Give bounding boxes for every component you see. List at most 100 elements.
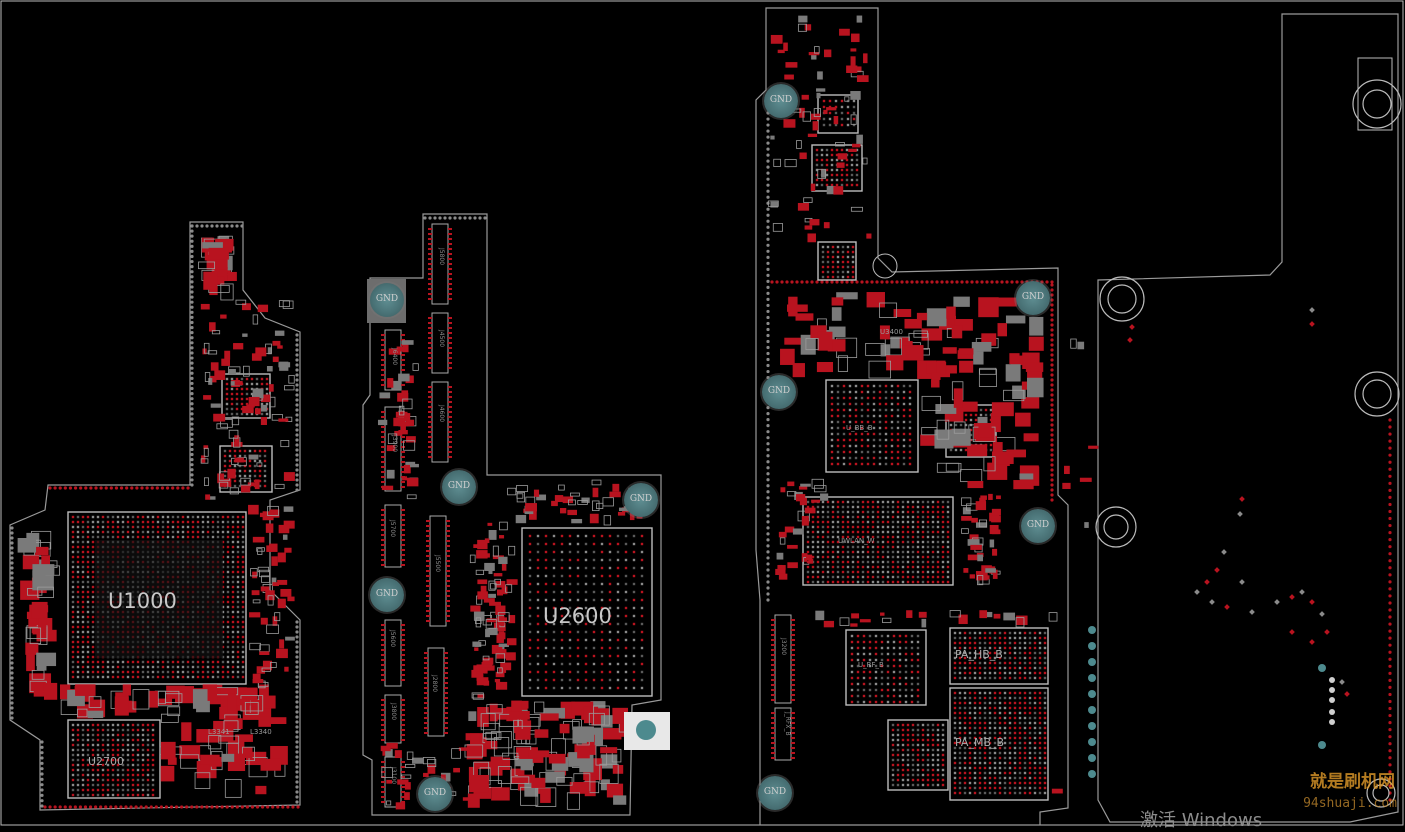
bga-uwlan-ball xyxy=(886,550,890,554)
passive xyxy=(398,429,408,435)
connector-pin xyxy=(791,752,795,754)
bga-u2700-ball xyxy=(116,723,120,727)
bga-ubb-ball xyxy=(836,426,840,430)
connector-pin xyxy=(446,565,450,567)
bga-uwlan-ball xyxy=(871,545,875,549)
bga-small-ball xyxy=(926,773,930,777)
bga-u1000-ball xyxy=(241,595,245,599)
bga-uwlan-ball xyxy=(816,550,820,554)
bga-urf-ball xyxy=(880,646,884,650)
connector-pin xyxy=(448,441,452,443)
bga-uwlan-ball xyxy=(901,565,905,569)
bga-uwlan-ball xyxy=(931,565,935,569)
passive-outline xyxy=(204,372,211,382)
bga-u1000-ball xyxy=(226,610,230,614)
connector-pin xyxy=(401,524,405,526)
bga-pa-mb-ball xyxy=(1023,711,1027,715)
bga-urf-ball xyxy=(886,676,890,680)
bga-u1000-ball xyxy=(151,665,155,669)
passive xyxy=(501,586,508,595)
bga-pa-hb-ball xyxy=(978,631,982,635)
passive xyxy=(388,348,401,355)
bga-urf-ball xyxy=(892,652,896,656)
bga-uwlan-ball xyxy=(931,575,935,579)
bga-u1000-ball xyxy=(166,675,170,679)
bga-u1000-ball xyxy=(71,675,75,679)
via-stitch xyxy=(295,790,299,794)
connector-pin xyxy=(791,654,795,656)
bga-u2600-ball xyxy=(568,582,572,586)
bga-u2600-ball xyxy=(608,654,612,658)
bga-u2700-ball xyxy=(106,753,110,757)
bga-ubb-ball xyxy=(872,438,876,442)
bga-u2600-ball xyxy=(560,662,564,666)
via-stitch xyxy=(766,502,770,506)
passive xyxy=(481,662,493,668)
bga-u2700-ball xyxy=(126,743,130,747)
bga-u2600-ball xyxy=(592,558,596,562)
bga-uwlan-ball xyxy=(881,525,885,529)
connector-pin xyxy=(401,529,405,531)
bga-u2600-ball xyxy=(640,590,644,594)
passive-outline xyxy=(267,505,279,516)
connector-pin xyxy=(446,575,450,577)
bga-uwlan-ball xyxy=(886,560,890,564)
bga-small-ball xyxy=(891,743,895,747)
connector-pin xyxy=(381,624,385,626)
bga-uwlan-ball xyxy=(891,520,895,524)
passive xyxy=(209,322,216,332)
bga-u2700-ball xyxy=(146,793,150,797)
bga-urf-ball xyxy=(904,682,908,686)
passive xyxy=(278,524,290,534)
bga-uwlan-ball xyxy=(831,545,835,549)
connector-pin xyxy=(428,416,432,418)
bga-pa-hb-ball xyxy=(953,646,957,650)
bga-u2700-ball xyxy=(141,733,145,737)
bga-u2700-ball xyxy=(141,753,145,757)
bga-u2700-ball xyxy=(91,738,95,742)
passive-outline xyxy=(218,735,240,744)
bga-small-ball xyxy=(238,479,242,483)
connector-pin xyxy=(401,664,405,666)
bga-small-ball xyxy=(964,448,968,452)
bga-u1000-ball xyxy=(226,525,230,529)
via-stitch xyxy=(190,224,194,228)
bga-u2600-ball xyxy=(560,654,564,658)
bga-pa-hb-ball xyxy=(1008,631,1012,635)
bga-u1000-ball xyxy=(86,560,90,564)
bga-u1000-ball xyxy=(231,665,235,669)
bga-u1000-ball xyxy=(211,675,215,679)
connector-pin xyxy=(381,379,385,381)
bga-pa-hb-ball xyxy=(1038,661,1042,665)
bga-u2600-ball xyxy=(576,630,580,634)
bga-small-ball xyxy=(921,738,925,742)
via-stitch xyxy=(766,135,770,139)
bga-uwlan-ball xyxy=(896,510,900,514)
bga-pa-hb-ball xyxy=(953,676,957,680)
bga-urf-ball xyxy=(886,640,890,644)
via-stitch xyxy=(433,216,437,220)
bga-u2700-ball xyxy=(86,723,90,727)
bga-u1000-ball xyxy=(86,515,90,519)
bga-u1000-ball xyxy=(111,535,115,539)
bga-u2700-ball xyxy=(86,728,90,732)
connector-pin xyxy=(444,712,448,714)
via-stitch xyxy=(295,800,299,804)
bga-pa-mb-ball xyxy=(963,721,967,725)
bga-pa-mb-ball xyxy=(968,791,972,795)
bga-ubb-ball xyxy=(854,396,858,400)
bga-u1000-ball xyxy=(76,595,80,599)
bga-u1000-ball xyxy=(231,525,235,529)
bga-u2700-ball xyxy=(121,783,125,787)
bga-uwlan-ball xyxy=(941,550,945,554)
bga-uwlan-ball xyxy=(821,535,825,539)
bga-u1000-ball xyxy=(151,530,155,534)
bga-small-ball xyxy=(265,382,269,386)
bga-uwlan-ball xyxy=(941,575,945,579)
bga-ubb-ball xyxy=(842,402,846,406)
bga-u2600-ball xyxy=(616,686,620,690)
bga-pa-mb-ball xyxy=(1028,696,1032,700)
bga-u2700-ball xyxy=(111,758,115,762)
